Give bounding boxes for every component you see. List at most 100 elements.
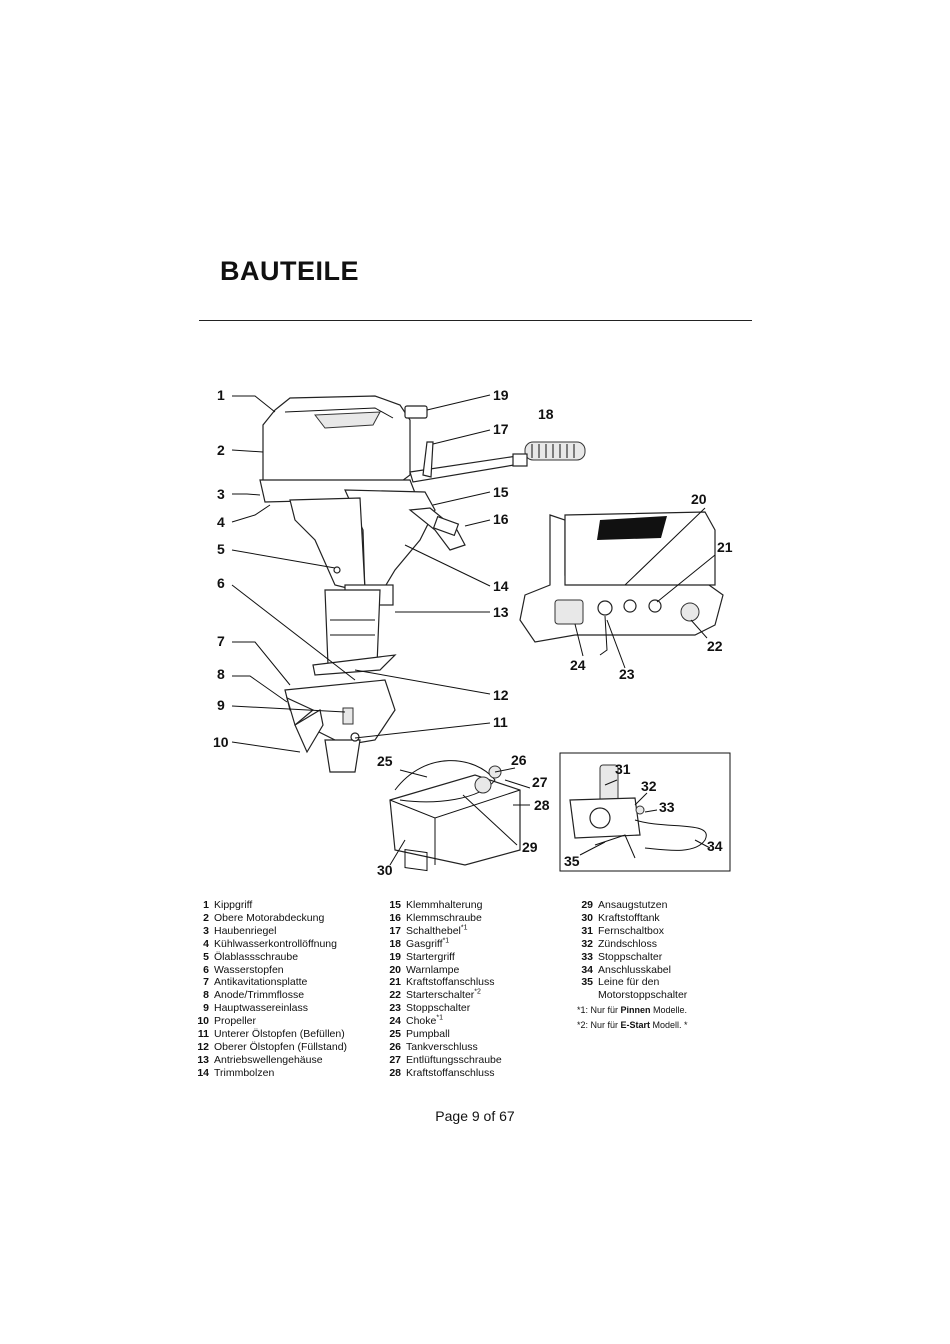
outboard-motor-drawing (259, 395, 586, 773)
page-title: BAUTEILE (220, 256, 359, 286)
legend-item: 5 Ölablassschraube (193, 951, 347, 964)
callout-31: 31 (615, 761, 631, 777)
legend-number: 20 (389, 963, 401, 976)
legend-item: 4 Kühlwasserkontrollöffnung (193, 938, 347, 951)
legend-item: 1 Kippgriff (193, 899, 347, 912)
legend-number: 3 (203, 924, 209, 937)
callout-26: 26 (511, 752, 527, 768)
callout-6: 6 (217, 575, 225, 591)
legend-number: 10 (197, 1015, 209, 1028)
legend-label: Zündschloss (598, 937, 657, 950)
callout-23: 23 (619, 666, 635, 682)
legend-label: Fernschaltbox (598, 924, 664, 937)
callout-14: 14 (493, 578, 509, 594)
legend-label: Leine für den Motorstoppschalter (598, 976, 688, 1002)
legend-item: 20 Warnlampe (385, 964, 502, 977)
leader-lines (231, 394, 716, 866)
footnote-2: *2: Nur für E-Start Modell. * (577, 1020, 688, 1031)
legend-number: 27 (389, 1053, 401, 1066)
legend-label: Ansaugstutzen (598, 899, 668, 911)
callout-20: 20 (691, 491, 707, 507)
callout-15: 15 (493, 484, 509, 500)
callout-10: 10 (213, 734, 229, 750)
legend-label: Kühlwasserkontrollöffnung (214, 937, 337, 950)
legend-number: 8 (203, 989, 209, 1002)
legend-label: Haubenriegel (214, 924, 277, 937)
legend-label: Anschlusskabel (598, 963, 671, 976)
legend-number: 28 (389, 1066, 401, 1079)
callout-29: 29 (522, 839, 538, 855)
legend-number: 1 (203, 899, 209, 911)
callout-34: 34 (707, 838, 723, 854)
legend-number: 16 (389, 911, 401, 924)
legend-number: 22 (389, 989, 401, 1002)
legend-number: 13 (197, 1053, 209, 1066)
legend-label: Choke*1 (406, 1014, 443, 1028)
callout-2: 2 (217, 442, 225, 458)
legend-item: 29 Ansaugstutzen (577, 899, 708, 912)
legend-label: Kippgriff (214, 899, 253, 911)
callout-17: 17 (493, 421, 509, 437)
callout-7: 7 (217, 633, 225, 649)
legend-item: 13 Antriebswellengehäuse (193, 1054, 347, 1067)
legend-label: Starterschalter*2 (406, 988, 481, 1002)
legend-item: 32 Zündschloss (577, 938, 708, 951)
legend-number: 5 (203, 950, 209, 963)
callout-27: 27 (532, 774, 548, 790)
legend-item: 22 Starterschalter*2 (385, 989, 502, 1002)
legend-number: 24 (389, 1015, 401, 1028)
legend-number: 9 (203, 1002, 209, 1015)
legend-label: Klemmhalterung (406, 899, 483, 911)
legend-label: Trimmbolzen (214, 1066, 275, 1079)
callout-9: 9 (217, 697, 225, 713)
callout-16: 16 (493, 511, 509, 527)
callout-30: 30 (377, 862, 393, 878)
legend-number: 26 (389, 1040, 401, 1053)
legend-item: 25 Pumpball (385, 1028, 502, 1041)
callout-19: 19 (493, 387, 509, 403)
legend-number: 4 (203, 937, 209, 950)
legend-label: Warnlampe (406, 963, 460, 976)
legend-label: Pumpball (406, 1028, 450, 1041)
footnote-marker: *1 (460, 924, 468, 932)
callout-numbers: 1 2 3 4 5 6 7 8 9 10 11 12 13 14 15 16 1… (213, 387, 733, 878)
page-number: Page 9 of 67 (435, 1108, 515, 1124)
callout-13: 13 (493, 604, 509, 620)
callout-12: 12 (493, 687, 509, 703)
legend-label: Ölablassschraube (214, 950, 299, 963)
callout-1: 1 (217, 387, 225, 403)
control-panel-inset (519, 511, 724, 656)
legend-number: 29 (581, 899, 593, 911)
legend-number: 18 (389, 937, 401, 950)
legend-label: Entlüftungsschraube (406, 1053, 502, 1066)
legend-number: 14 (197, 1066, 209, 1079)
legend-item: 9 Hauptwassereinlass (193, 1002, 347, 1015)
legend-number: 25 (389, 1028, 401, 1041)
legend-label: Klemmschraube (406, 911, 482, 924)
callout-32: 32 (641, 778, 657, 794)
legend-label: Stoppschalter (406, 1002, 471, 1015)
legend-label: Startergriff (406, 950, 455, 963)
callout-4: 4 (217, 514, 225, 530)
legend-number: 33 (581, 950, 593, 963)
legend-number: 2 (203, 911, 209, 924)
legend-number: 32 (581, 937, 593, 950)
legend-label: Hauptwassereinlass (214, 1002, 308, 1015)
callout-25: 25 (377, 753, 393, 769)
legend-item: 24 Choke*1 (385, 1015, 502, 1028)
legend-label: Antriebswellengehäuse (214, 1053, 323, 1066)
